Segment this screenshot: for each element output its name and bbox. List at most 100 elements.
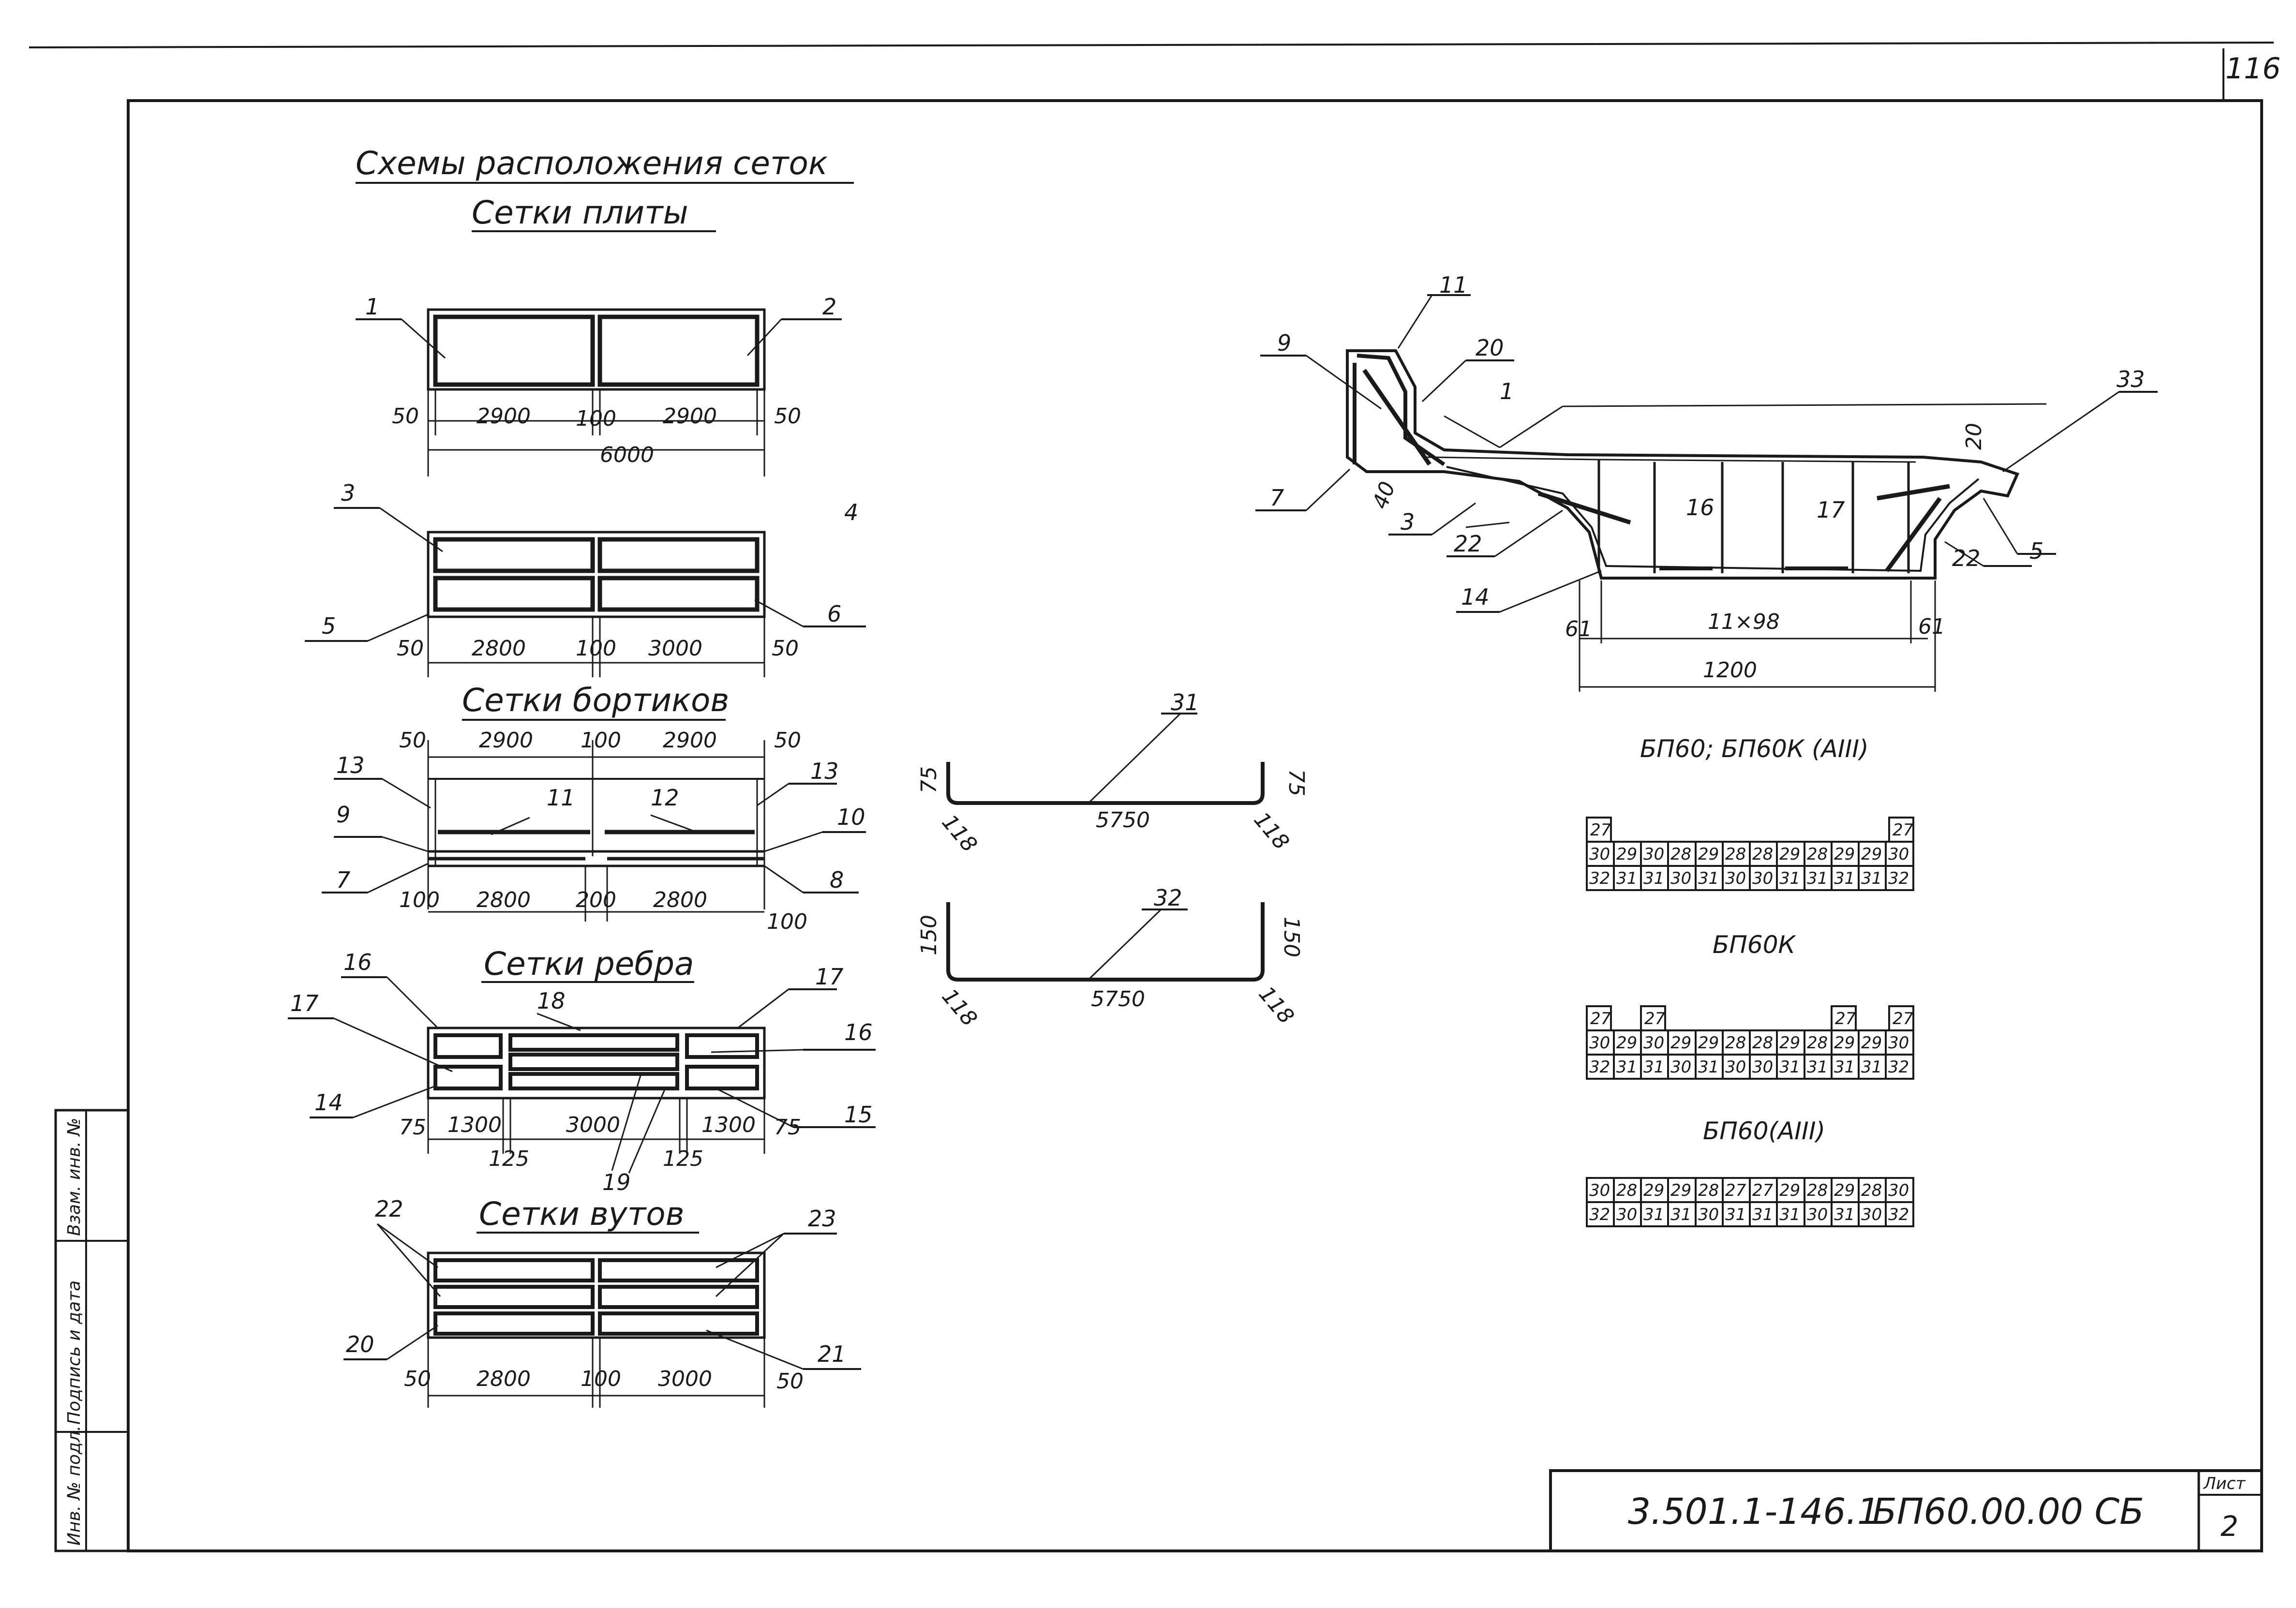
table-cell: 31 [1807, 1057, 1828, 1077]
sheet-corner-number: 116 [2225, 52, 2281, 86]
rib-subdim-0: 125 [489, 1146, 529, 1171]
table-cell: 28 [1752, 1033, 1773, 1053]
table-cell: 29 [1834, 845, 1855, 864]
table-cell: 30 [1670, 1057, 1691, 1077]
table-cell: 29 [1779, 845, 1800, 864]
section-label-7: 7 [1270, 485, 1284, 511]
table-cell: 30 [1698, 1205, 1719, 1224]
t1-r0-c0: 27 [1590, 820, 1611, 840]
table-cell: 31 [1698, 869, 1719, 888]
heading-main: Схемы расположения сеток [356, 145, 828, 182]
side-stamp-signature-date: Подпись и дата [64, 1280, 84, 1425]
slab-b-label-5: 5 [322, 613, 336, 639]
rib-label-17-left: 17 [290, 990, 319, 1016]
sides-dim-top-2: 100 [581, 728, 621, 753]
rib-dim-0: 75 [399, 1115, 426, 1140]
sides-label-7: 7 [336, 867, 350, 893]
section-label-1: 1 [1500, 378, 1514, 404]
table-cell: 29 [1616, 845, 1637, 864]
rib-label-16-left: 16 [343, 949, 372, 975]
table-cell: 32 [1589, 1205, 1610, 1224]
table-cell: 30 [1888, 845, 1909, 864]
bar-32-length: 5750 [1091, 987, 1145, 1012]
table-cell: 28 [1752, 845, 1773, 864]
table-cell: 28 [1725, 1033, 1746, 1053]
table-cell: 30 [1752, 1057, 1773, 1077]
t2-row-1: 30 29 30 29 29 28 28 29 28 29 29 30 [1589, 1033, 1909, 1053]
title-block-designation: БП60.00.00 СБ [1872, 1491, 2144, 1533]
sides-label-13-right: 13 [810, 758, 839, 784]
table-cell: 28 [1698, 1181, 1719, 1200]
table-cell: 29 [1834, 1181, 1855, 1200]
t1-r0-c12: 27 [1893, 820, 1914, 840]
section-dim-spacing: 11×98 [1708, 610, 1780, 634]
table-cell: 32 [1589, 1057, 1610, 1077]
sides-dim-bottom-4: 100 [767, 909, 807, 934]
slab-a-dim-2: 100 [576, 406, 616, 431]
bar-31-leg-right: 75 [1284, 769, 1309, 796]
t2-r0-c0: 27 [1590, 1009, 1611, 1028]
beam-cross-section [1255, 294, 2158, 692]
side-stamp [54, 1109, 130, 1552]
section-label-40: 40 [1368, 478, 1400, 512]
table-cell: 31 [1698, 1057, 1719, 1077]
rib-label-19: 19 [602, 1169, 631, 1195]
table-cell: 29 [1616, 1033, 1637, 1053]
table-cell: 30 [1589, 1033, 1610, 1053]
table-cell: 32 [1888, 869, 1909, 888]
haunch-dim-4: 50 [776, 1369, 804, 1394]
slab-a-total: 6000 [600, 443, 654, 467]
section-label-3: 3 [1401, 509, 1415, 535]
section-label-5: 5 [2029, 538, 2043, 564]
section-dim-61-right: 61 [1918, 614, 1945, 639]
sides-dim-bottom-1: 2800 [477, 888, 531, 912]
slab-a-dim-1: 2900 [477, 404, 531, 429]
table-cell: 29 [1861, 1033, 1882, 1053]
rib-label-16-right: 16 [844, 1019, 873, 1045]
haunch-dim-1: 2800 [477, 1367, 531, 1391]
slab-a-dim-0: 50 [392, 404, 419, 429]
table-cell: 29 [1670, 1181, 1691, 1200]
haunch-label-20: 20 [346, 1331, 374, 1357]
side-stamp-inv-no: Инв. № подл. [64, 1426, 84, 1546]
sides-label-12: 12 [651, 785, 679, 811]
table-cell: 28 [1725, 845, 1746, 864]
table-cell: 30 [1643, 1033, 1664, 1053]
slab-net-b [305, 507, 866, 677]
slab-b-dim-2: 100 [576, 636, 616, 661]
rib-dim-1: 1300 [447, 1113, 502, 1137]
table-cell: 31 [1725, 1205, 1746, 1224]
table-cell: 28 [1616, 1181, 1637, 1200]
rib-subdim-1: 125 [663, 1146, 703, 1171]
haunch-dim-0: 50 [404, 1367, 431, 1391]
table-cell: 28 [1670, 845, 1691, 864]
section-label-9: 9 [1277, 330, 1291, 356]
side-nets [322, 740, 866, 922]
rib-dim-2: 3000 [566, 1113, 620, 1137]
table-cell: 29 [1698, 845, 1719, 864]
slab-b-dim-0: 50 [397, 636, 424, 661]
section-label-22-right: 22 [1952, 545, 1981, 571]
sides-dim-top-4: 50 [774, 728, 801, 753]
table-cell: 28 [1861, 1181, 1882, 1200]
slab-b-label-6: 6 [827, 601, 841, 627]
table-cell: 30 [1888, 1033, 1909, 1053]
slab-b-dim-3: 3000 [648, 636, 702, 661]
table-cell: 28 [1807, 1181, 1828, 1200]
rib-label-14: 14 [314, 1089, 343, 1116]
table-cell: 30 [1807, 1205, 1828, 1224]
table-cell: 30 [1888, 1181, 1909, 1200]
slab-b-label-3: 3 [341, 480, 355, 506]
bar-31-label: 31 [1171, 689, 1199, 715]
sides-label-10: 10 [837, 804, 865, 830]
table-cell: 31 [1643, 1205, 1664, 1224]
t3-row-0: 30 28 29 29 28 27 27 29 28 29 28 30 [1589, 1181, 1909, 1200]
table-cell: 31 [1752, 1205, 1773, 1224]
table-cell: 31 [1834, 1205, 1855, 1224]
bar-32-bend-left: 118 [937, 984, 982, 1031]
bar-32-label: 32 [1154, 885, 1182, 911]
table-cell: 31 [1834, 869, 1855, 888]
sides-label-9: 9 [336, 802, 350, 828]
section-label-22-left: 22 [1454, 531, 1482, 557]
table-cell: 30 [1861, 1205, 1882, 1224]
